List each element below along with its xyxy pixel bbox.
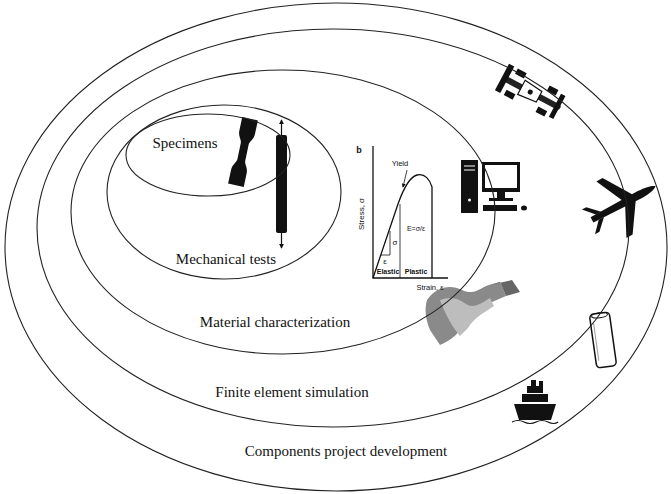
chart-label: Plastic xyxy=(405,268,428,275)
ellipse-outline xyxy=(36,28,630,428)
airplane xyxy=(573,158,670,250)
dogbone-specimen xyxy=(228,117,258,187)
race-car xyxy=(495,64,567,121)
chart-label: σ xyxy=(393,239,398,247)
region-label: Mechanical tests xyxy=(176,251,276,268)
region-label: Specimens xyxy=(153,135,218,152)
chart-label: Yield xyxy=(392,160,408,168)
ellipse-outline xyxy=(70,69,496,355)
chart-label: E=σ/ε xyxy=(407,225,425,232)
computer-icon xyxy=(461,160,527,213)
chart-label: Elastic xyxy=(377,268,400,275)
chart-label: Strain, ε xyxy=(416,284,443,292)
ellipse-region: Mechanical tests Specimens xyxy=(106,104,342,280)
region-label: Components project development xyxy=(245,443,447,460)
tensile-bar xyxy=(276,120,287,248)
chart-label: b xyxy=(356,146,362,155)
ship xyxy=(512,380,558,424)
ellipse-region: Specimens xyxy=(125,113,291,197)
beverage-can xyxy=(589,311,616,368)
ellipse-region: Components project development Finite ele… xyxy=(4,2,668,492)
ellipse-region: Material characterization Mechanical test… xyxy=(70,69,496,355)
chart-label: Stress, σ xyxy=(358,198,366,230)
chart-label: ε xyxy=(383,258,387,266)
ellipse-region: Finite element simulation Material charac… xyxy=(36,28,630,428)
ellipse-outline xyxy=(125,113,291,197)
region-label: Material characterization xyxy=(200,314,350,331)
region-label: Finite element simulation xyxy=(215,384,368,401)
ellipse-outline xyxy=(4,2,668,492)
stress-strain-chart xyxy=(373,146,448,278)
